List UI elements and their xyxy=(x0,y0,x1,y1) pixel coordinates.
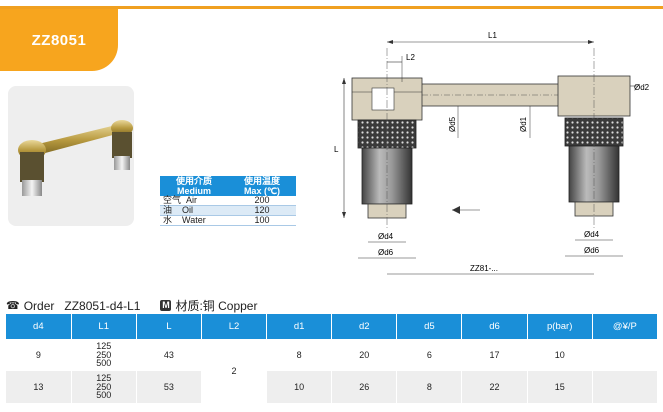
col-L: L xyxy=(136,314,202,339)
product-code: ZZ8051 xyxy=(31,31,87,49)
L1-option: 500 xyxy=(96,390,112,401)
cell-price xyxy=(592,371,659,403)
cell-pressure: 10 xyxy=(527,339,593,371)
medium-row-oil: 油 Oil 120 xyxy=(160,205,296,216)
medium-header-en: Medium xyxy=(176,186,211,196)
product-photo xyxy=(8,86,134,226)
dim-d4-right: Ød4 xyxy=(584,230,600,239)
phone-icon: ☎ xyxy=(6,300,20,312)
spec-table: d4 L1 L L2 d1 d2 d5 d6 p(bar) @¥/P 9 125… xyxy=(6,314,659,403)
series-label: ZZ81-... xyxy=(470,264,498,273)
temperature-header-en: Max (℃) xyxy=(243,186,281,196)
cell-L: 43 xyxy=(136,339,202,371)
medium-row-air: 空气 Air 200 xyxy=(160,196,296,206)
medium-header-cn: 使用介质 xyxy=(175,176,212,186)
col-d1: d1 xyxy=(266,314,333,339)
cell-d1: 10 xyxy=(266,371,333,403)
col-d6: d6 xyxy=(461,314,528,339)
dim-L1: L1 xyxy=(488,31,497,40)
material-text: 材质:铜 Copper xyxy=(175,299,258,313)
cell-d2: 20 xyxy=(331,339,398,371)
cell-d1: 8 xyxy=(266,339,333,371)
col-d2: d2 xyxy=(331,314,398,339)
table-row: 9 125 250 500 43 2 8 20 6 17 10 xyxy=(6,339,659,403)
cell-d5: 6 xyxy=(396,339,463,371)
header-line xyxy=(0,6,663,9)
col-L1: L1 xyxy=(71,314,137,339)
col-d5: d5 xyxy=(396,314,463,339)
product-tag: ZZ8051 xyxy=(0,9,118,71)
dim-d6-left: Ød6 xyxy=(378,248,394,257)
col-price: @¥/P xyxy=(592,314,659,339)
order-code: ZZ8051-d4-L1 xyxy=(64,298,141,313)
product-photo-image xyxy=(18,120,133,196)
dim-d2: Ød2 xyxy=(634,83,650,92)
medium-temp: 100 xyxy=(228,215,296,226)
dim-L2: L2 xyxy=(406,53,415,62)
medium-cn: 水 xyxy=(163,215,173,225)
L1-option: 250 xyxy=(96,349,112,360)
medium-en: Oil xyxy=(182,205,194,215)
temperature-header-cn: 使用温度 xyxy=(243,176,280,186)
L1-option: 125 xyxy=(96,341,112,352)
dim-L: L xyxy=(334,145,339,154)
cell-d4: 13 xyxy=(6,371,72,403)
material-icon: M xyxy=(160,300,172,311)
spec-table-header: d4 L1 L L2 d1 d2 d5 d6 p(bar) @¥/P xyxy=(6,314,659,339)
table-row: 13 125 250 500 53 10 26 8 22 15 xyxy=(6,371,659,403)
order-line: ☎ Order ZZ8051-d4-L1 M 材质:铜 Copper xyxy=(6,297,257,314)
medium-en: Air xyxy=(186,195,198,205)
medium-row-water: 水 Water 100 xyxy=(160,215,296,226)
col-d4: d4 xyxy=(6,314,72,339)
order-label: Order xyxy=(23,298,55,313)
cell-price xyxy=(592,339,659,371)
medium-temp: 200 xyxy=(228,196,296,206)
cell-L1: 125 250 500 xyxy=(71,339,137,371)
L1-option: 125 xyxy=(96,373,112,384)
col-pressure: p(bar) xyxy=(527,314,593,339)
cell-d2: 26 xyxy=(331,371,398,403)
cell-L1: 125 250 500 xyxy=(71,371,137,403)
cell-d6: 22 xyxy=(461,371,528,403)
L1-option: 500 xyxy=(96,358,112,369)
cell-d6: 17 xyxy=(461,339,528,371)
cell-d5: 8 xyxy=(396,371,463,403)
dim-d1: Ød1 xyxy=(519,116,528,132)
cell-L2: 2 xyxy=(201,339,268,403)
dim-d5: Ød5 xyxy=(448,116,457,132)
dim-d6-right: Ød6 xyxy=(584,246,600,255)
cell-pressure: 15 xyxy=(527,371,593,403)
medium-cn: 油 xyxy=(163,205,173,215)
medium-cn: 空气 xyxy=(163,195,182,205)
col-L2: L2 xyxy=(201,314,268,339)
technical-drawing: L1 L2 Ød2 Ød5 Ød1 L Ød4 Ød6 Ød4 Ød6 ZZ81… xyxy=(334,31,650,275)
medium-en: Water xyxy=(182,215,206,225)
medium-temp: 120 xyxy=(228,205,296,216)
cell-L: 53 xyxy=(136,371,202,403)
L1-option: 250 xyxy=(96,381,112,392)
cell-d4: 9 xyxy=(6,339,72,371)
dim-d4-left: Ød4 xyxy=(378,232,394,241)
